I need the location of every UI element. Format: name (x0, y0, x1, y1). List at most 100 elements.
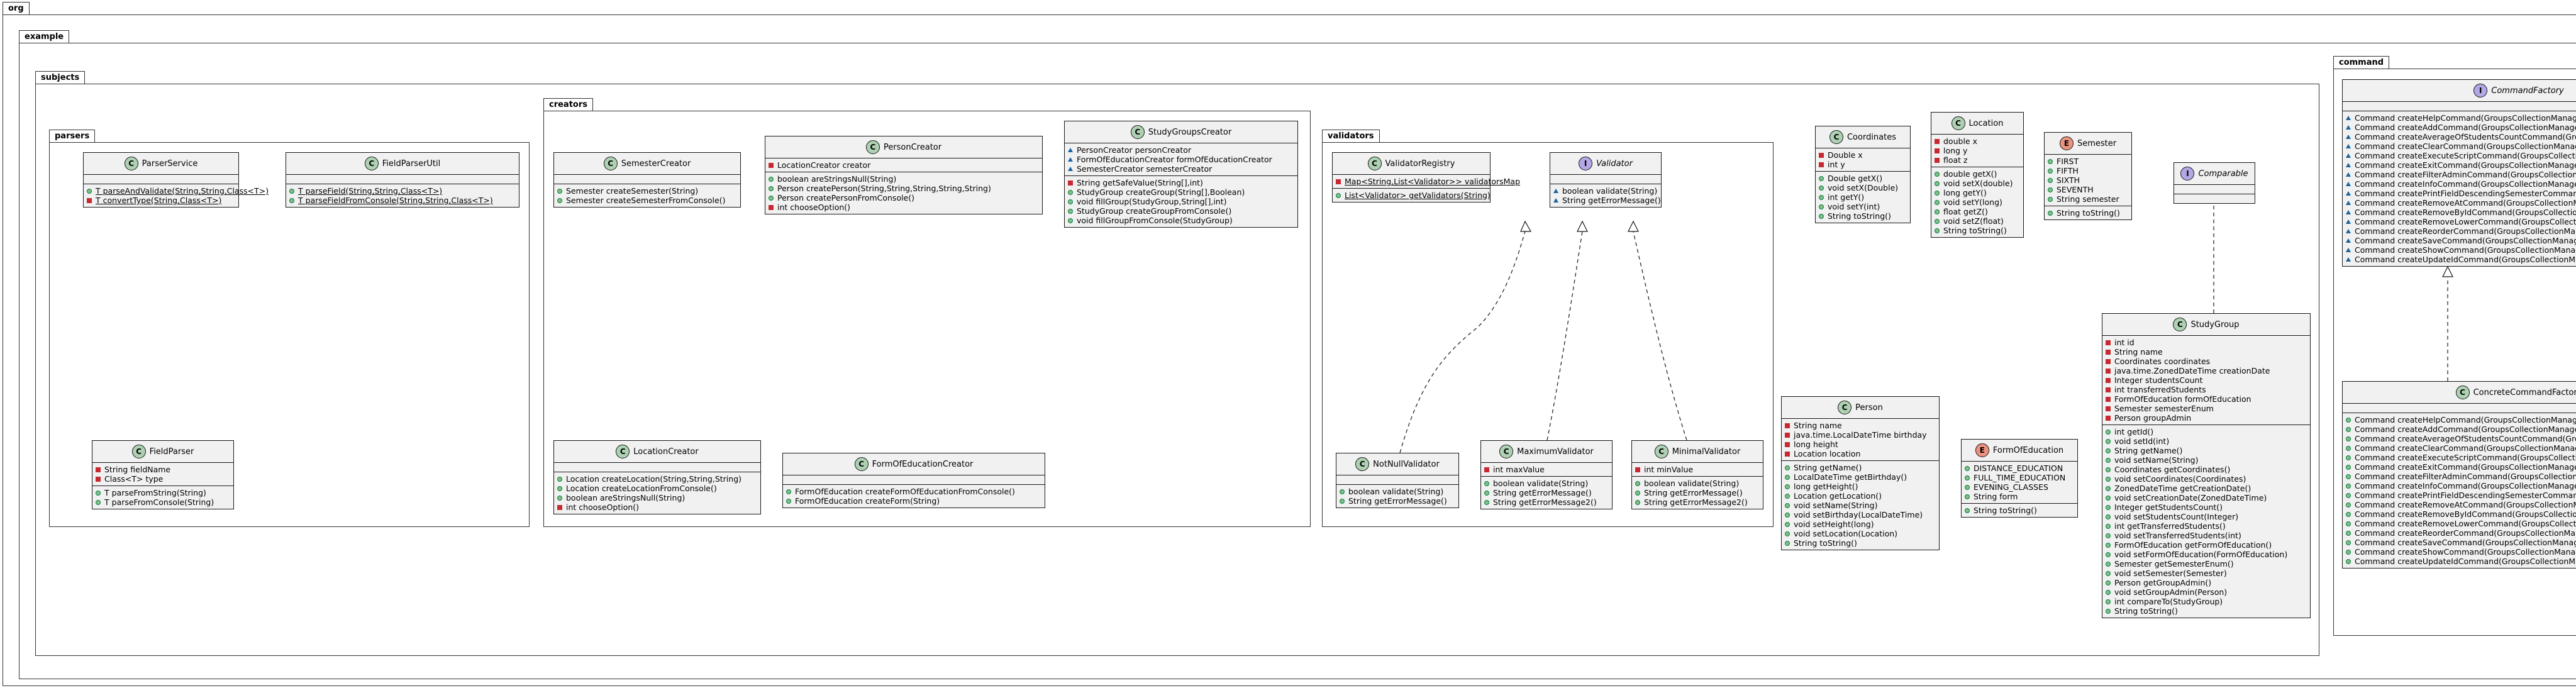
class-methods-section: boolean validate(String)String getErrorM… (1336, 484, 1458, 508)
public-visibility-icon (2346, 492, 2351, 498)
public-visibility-icon (1935, 190, 1940, 196)
method-row: Command createRemoveByIdCommand(GroupsCo… (2346, 509, 2576, 519)
method-row: int getY() (1819, 192, 1907, 202)
method-text: void setFormOfEducation(FormOfEducation) (2114, 550, 2288, 559)
class-badge-icon: C (1951, 116, 1965, 130)
private-visibility-icon (2106, 396, 2111, 402)
field-row: FIRST (2048, 157, 2128, 166)
public-visibility-icon (1484, 499, 1489, 505)
class-badge-icon: C (854, 457, 869, 471)
field-text: SEVENTH (2057, 185, 2094, 194)
public-visibility-icon (2346, 540, 2351, 545)
field-text: double x (1943, 136, 1977, 146)
method-row: String getName() (1785, 463, 1936, 472)
public-visibility-icon (2346, 483, 2351, 489)
private-visibility-icon (1935, 138, 1940, 144)
edge-minimal-validator (1633, 231, 1687, 441)
class-name: Person (1855, 402, 1883, 413)
method-row: String getErrorMessage2() (1635, 497, 1760, 507)
public-visibility-icon (1935, 228, 1940, 233)
private-visibility-icon (2106, 387, 2111, 392)
field-text: java.time.LocalDateTime birthday (1794, 430, 1927, 440)
package-visibility-icon (2346, 144, 2351, 148)
method-text: long getY() (1943, 188, 1987, 197)
method-row: FormOfEducation createForm(String) (786, 496, 1041, 506)
method-row: Command createRemoveLowerCommand(GroupsC… (2346, 217, 2576, 226)
method-row: FormOfEducation createFormOfEducationFro… (786, 487, 1041, 496)
package-visibility-icon (2346, 201, 2351, 205)
method-row: String getErrorMessage() (1635, 488, 1760, 497)
public-visibility-icon (2106, 485, 2111, 491)
public-visibility-icon (1965, 508, 1970, 513)
method-row: long getHeight() (1785, 482, 1936, 491)
method-row: boolean validate(String) (1553, 186, 1658, 196)
public-visibility-icon (2106, 429, 2111, 435)
public-visibility-icon (2106, 533, 2111, 538)
class-name: Comparable (2198, 169, 2248, 179)
package-visibility-icon (2346, 125, 2351, 130)
private-visibility-icon (1484, 467, 1489, 472)
public-visibility-icon (1785, 502, 1790, 508)
method-row: Command createExitCommand(GroupsCollecti… (2346, 160, 2576, 170)
method-text: T parseAndValidate(String,String,Class<T… (96, 186, 269, 196)
field-row: String form (1965, 492, 2074, 501)
public-visibility-icon (1068, 208, 1073, 214)
private-visibility-icon (1785, 432, 1790, 438)
method-row: void setCreationDate(ZonedDateTime) (2106, 493, 2307, 502)
method-text: Person createPersonFromConsole() (777, 193, 915, 203)
public-visibility-icon (2106, 523, 2111, 529)
private-visibility-icon (1068, 180, 1073, 186)
package-tab-parsers: parsers (49, 130, 96, 143)
method-row: int getId() (2106, 427, 2307, 436)
method-row: T parseAndValidate(String,String,Class<T… (87, 186, 269, 196)
class-methods-section: boolean validate(String)String getErrorM… (1481, 476, 1612, 509)
public-visibility-icon (769, 176, 774, 182)
method-row: int chooseOption() (557, 502, 757, 512)
field-text: DISTANCE_EDUCATION (1974, 463, 2063, 473)
method-text: float getZ() (1943, 207, 1988, 216)
method-row: Command createExecuteScriptCommand(Group… (2346, 453, 2576, 462)
public-visibility-icon (2106, 570, 2111, 576)
method-text: String getErrorMessage() (1348, 496, 1447, 506)
package-tab-subjects: subjects (35, 71, 86, 84)
class-badge-icon: C (603, 157, 618, 170)
method-row: void setY(long) (1935, 197, 2020, 207)
private-visibility-icon (2106, 377, 2111, 383)
public-visibility-icon (2106, 561, 2111, 567)
method-row: Command createPrintFieldDescendingSemest… (2346, 491, 2576, 500)
method-text: List<Validator> getValidators(String) (1345, 191, 1491, 200)
class-name: NotNullValidator (1373, 459, 1440, 469)
package-tab-org: org (3, 2, 30, 15)
method-text: int getY() (1828, 192, 1865, 202)
class-fields-section (286, 174, 519, 184)
class-fields-section (783, 475, 1045, 484)
method-row: Command createFilterAdminCommand(GroupsC… (2346, 472, 2576, 481)
private-visibility-icon (87, 197, 92, 203)
public-visibility-icon (1484, 490, 1489, 496)
private-visibility-icon (2106, 349, 2111, 355)
